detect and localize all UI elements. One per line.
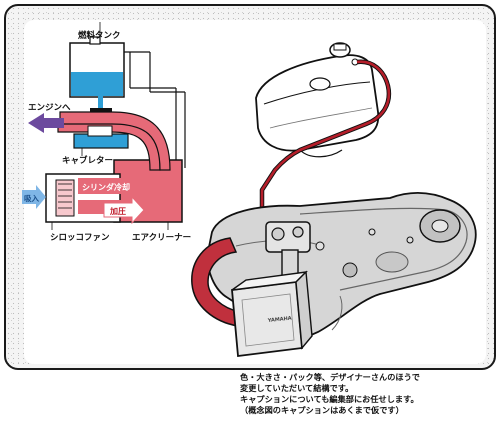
fuel-tank xyxy=(69,36,186,168)
air-cleaner-drawing: YAMAHA xyxy=(231,270,313,358)
sirocco-fan xyxy=(45,173,142,223)
label-sirocco-fan: シロッコファン xyxy=(50,233,110,243)
label-intake: 吸入 xyxy=(24,194,39,203)
brand-mark: YAMAHA xyxy=(267,316,293,325)
engine-illustration: YAMAHA xyxy=(191,42,477,358)
caption-line-2: 変更していただいて結構です。 xyxy=(240,383,354,393)
caption-line-1: 色・大きさ・パック等、デザイナーさんのほうで xyxy=(240,372,420,382)
label-fuel-tank: 燃料タンク xyxy=(78,30,121,41)
caption-line-4: （概念図のキャプションはあくまで仮です） xyxy=(240,405,404,415)
label-pressurize: 加圧 xyxy=(109,206,126,216)
caption-note: 色・大きさ・パック等、デザイナーさんのほうで 変更していただいて結構です。 キャ… xyxy=(240,372,496,416)
intake-arrow xyxy=(22,185,46,209)
to-engine-arrow xyxy=(28,113,64,133)
pressurize-arrow xyxy=(103,195,145,225)
schematic: 燃料タンク エンジンへ キャブレター シリンダ冷却 吸入 加圧 シロッコファン … xyxy=(22,22,191,243)
carburetor xyxy=(73,125,129,149)
label-air-cleaner: エアクリーナー xyxy=(132,232,191,243)
caption-line-3: キャプションについても編集部にお任せします。 xyxy=(240,394,419,404)
label-to-engine: エンジンへ xyxy=(28,103,71,113)
label-carburetor: キャブレター xyxy=(62,155,113,166)
label-cylinder-cooling: シリンダ冷却 xyxy=(82,182,130,192)
